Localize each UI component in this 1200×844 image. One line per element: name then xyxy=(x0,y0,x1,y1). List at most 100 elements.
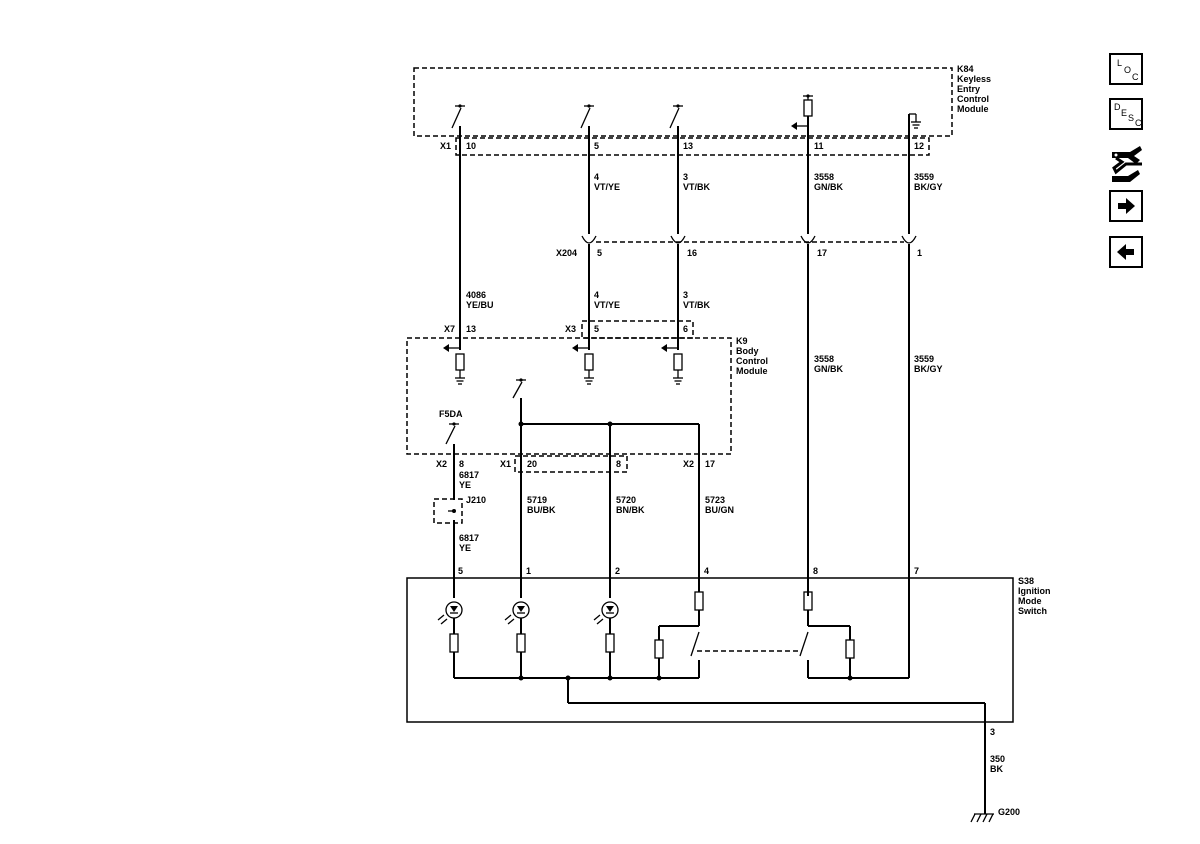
label-circuits-c5719-1: BU/BK xyxy=(527,505,556,515)
label-labels-splice: J210 xyxy=(466,495,486,505)
label-circuits-c4_mid-1: VT/YE xyxy=(594,300,620,310)
label-circuits-c3_mid-0: 3 xyxy=(683,290,688,300)
k84-ground-12 xyxy=(908,113,921,150)
label-connectors-x1_mid: X1 xyxy=(500,459,511,469)
desc-letter-e: E xyxy=(1121,108,1128,118)
label-pins-k84-0: 10 xyxy=(466,141,476,151)
label-pins-x204-2: 17 xyxy=(817,248,827,258)
k9-module: X7 13 X3 5 6 K9 Body Control Module xyxy=(406,320,768,455)
forward-arrow-icon[interactable] xyxy=(1109,190,1143,222)
j210-splice: J210 xyxy=(433,495,486,524)
label-modules-k9-id: K9 xyxy=(736,336,748,346)
label-pins-k9_out-0: 8 xyxy=(459,459,464,469)
label-circuits-c6817_a-1: YE xyxy=(459,480,471,490)
label-pins-x204-3: 1 xyxy=(917,248,922,258)
k9-input-13 xyxy=(443,344,465,385)
label-circuits-c5723-1: BU/GN xyxy=(705,505,734,515)
label-connectors-x204: X204 xyxy=(556,248,577,258)
k84-switch-5 xyxy=(580,104,594,150)
k84-module: K84 Keyless Entry Control Module xyxy=(413,64,991,137)
label-modules-k9-name-2: Module xyxy=(736,366,768,376)
label-circuits-c5720-0: 5720 xyxy=(616,495,636,505)
label-modules-s38-name-2: Switch xyxy=(1018,606,1047,616)
label-pins-k84-2: 13 xyxy=(683,141,693,151)
label-circuits-c3558_mid-1: GN/BK xyxy=(814,364,844,374)
label-circuits-c3558_top-1: GN/BK xyxy=(814,182,844,192)
label-circuits-c3_mid-1: VT/BK xyxy=(683,300,711,310)
label-modules-k84-name-0: Keyless xyxy=(957,74,991,84)
label-modules-s38-name-1: Mode xyxy=(1018,596,1042,606)
label-circuits-c3_top-0: 3 xyxy=(683,172,688,182)
label-circuits-c4_top-0: 4 xyxy=(594,172,599,182)
label-circuits-c5723-0: 5723 xyxy=(705,495,725,505)
label-pins-s38-6: 3 xyxy=(990,727,995,737)
label-connectors-x1_top: X1 xyxy=(440,141,451,151)
label-pins-x204-1: 16 xyxy=(687,248,697,258)
label-modules-k9-name-0: Body xyxy=(736,346,759,356)
s38-led-5 xyxy=(437,601,463,678)
s38-switch-8 xyxy=(799,591,855,678)
label-circuits-c3559_top-0: 3559 xyxy=(914,172,934,182)
label-pins-k9_in-0: 13 xyxy=(466,324,476,334)
desc-letter-d: D xyxy=(1114,102,1121,112)
label-circuits-c5719-0: 5719 xyxy=(527,495,547,505)
label-connectors-x3: X3 xyxy=(565,324,576,334)
label-pins-k84-4: 12 xyxy=(914,141,924,151)
k84-x1-connector xyxy=(455,137,930,156)
label-circuits-c3558_top-0: 3558 xyxy=(814,172,834,182)
label-connectors-x7: X7 xyxy=(444,324,455,334)
label-pins-s38-4: 8 xyxy=(813,566,818,576)
label-circuits-c4086-1: YE/BU xyxy=(466,300,494,310)
label-circuits-c6817_b-0: 6817 xyxy=(459,533,479,543)
label-labels-ground: G200 xyxy=(998,807,1020,817)
ground-g200: G200 xyxy=(970,807,1020,823)
label-circuits-c5720-1: BN/BK xyxy=(616,505,645,515)
label-pins-s38-3: 4 xyxy=(704,566,709,576)
label-connectors-x2_left: X2 xyxy=(436,459,447,469)
k9-output-switch xyxy=(512,378,699,427)
k84-switch-10 xyxy=(451,104,465,150)
label-pins-k84-1: 5 xyxy=(594,141,599,151)
label-pins-s38-1: 1 xyxy=(526,566,531,576)
label-circuits-c3559_mid-1: BK/GY xyxy=(914,364,943,374)
label-pins-s38-2: 2 xyxy=(615,566,620,576)
k9-input-6 xyxy=(661,344,683,385)
loc-letter-o: O xyxy=(1124,65,1132,75)
label-modules-s38-id: S38 xyxy=(1018,576,1034,586)
label-circuits-c350-0: 350 xyxy=(990,754,1005,764)
back-arrow-icon[interactable] xyxy=(1109,236,1143,268)
k84-pullup-11 xyxy=(791,94,813,150)
label-pins-x204-0: 5 xyxy=(597,248,602,258)
connector-icon[interactable] xyxy=(1108,142,1146,184)
label-modules-k9-name-1: Control xyxy=(736,356,768,366)
label-pins-k84-3: 11 xyxy=(814,141,824,151)
label-modules-k84-name-3: Module xyxy=(957,104,989,114)
label-circuits-c350-1: BK xyxy=(990,764,1003,774)
label-labels-fuse: F5DA xyxy=(439,409,463,419)
label-pins-s38-0: 5 xyxy=(458,566,463,576)
loc-letter-l: L xyxy=(1117,58,1123,68)
label-circuits-c4_mid-0: 4 xyxy=(594,290,599,300)
label-pins-k9_in-2: 6 xyxy=(683,324,688,334)
label-modules-k84-name-2: Control xyxy=(957,94,989,104)
label-circuits-c4086-0: 4086 xyxy=(466,290,486,300)
s38-module: S38 Ignition Mode Switch 5 1 2 4 8 7 3 xyxy=(406,566,1051,737)
k9-x1-connector xyxy=(514,455,628,473)
label-modules-k84-id: K84 xyxy=(957,64,974,74)
loc-button[interactable]: L O C xyxy=(1109,53,1143,85)
label-circuits-c6817_a-0: 6817 xyxy=(459,470,479,480)
label-circuits-c3558_mid-0: 3558 xyxy=(814,354,834,364)
label-circuits-c6817_b-1: YE xyxy=(459,543,471,553)
desc-letter-c: C xyxy=(1135,118,1142,128)
label-circuits-c3559_mid-0: 3559 xyxy=(914,354,934,364)
s38-led-1 xyxy=(504,601,530,678)
label-pins-k9_out-2: 8 xyxy=(616,459,621,469)
label-modules-s38-name-0: Ignition xyxy=(1018,586,1051,596)
desc-letter-s: S xyxy=(1128,113,1135,123)
k84-switch-13 xyxy=(669,104,683,150)
label-pins-k9_in-1: 5 xyxy=(594,324,599,334)
label-circuits-c3_top-1: VT/BK xyxy=(683,182,711,192)
desc-button[interactable]: D E S C xyxy=(1109,98,1143,130)
label-pins-s38-5: 7 xyxy=(914,566,919,576)
